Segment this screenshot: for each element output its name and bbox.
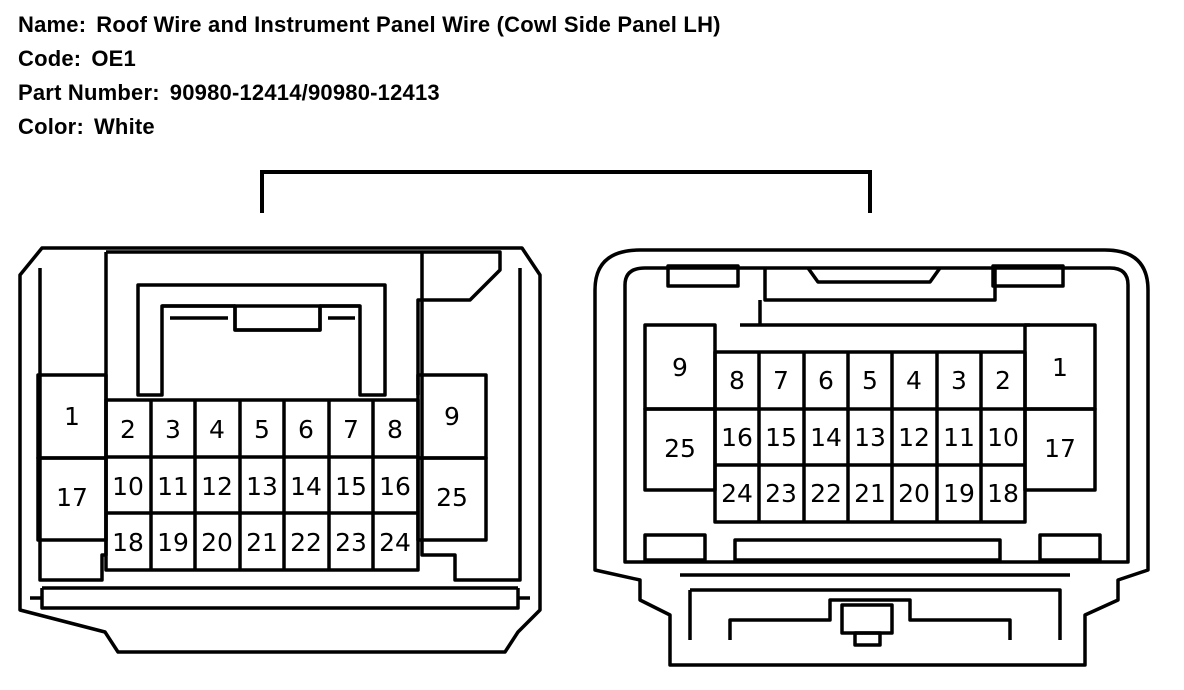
- left-pin-labels: 1 2 3 4 5 6 7 8 9 10 11 12 13 14 15 16 1…: [56, 402, 468, 557]
- left-connector: [18, 246, 542, 654]
- part-number-value: 90980-12414/90980-12413: [169, 80, 440, 105]
- left-bottom-rail: [40, 586, 520, 610]
- pin-label: 13: [854, 423, 886, 452]
- left-connector-body: [18, 246, 542, 654]
- color-value: White: [93, 114, 155, 139]
- color-label: Color:: [18, 114, 84, 139]
- right-latch-frame: [740, 300, 1030, 327]
- pin-label: 8: [729, 366, 745, 395]
- pin-label: 16: [379, 472, 411, 501]
- pin-label: 7: [773, 366, 789, 395]
- mating-bracket: [260, 170, 872, 213]
- right-connector-inner: [623, 266, 1130, 564]
- name-value: Roof Wire and Instrument Panel Wire (Cow…: [96, 12, 721, 37]
- pin-label: 23: [335, 528, 367, 557]
- pin-label: 14: [810, 423, 842, 452]
- pin-label: 18: [112, 528, 144, 557]
- right-bottom-slot: [733, 538, 1002, 562]
- pin-label: 8: [387, 415, 403, 444]
- part-number-line: Part Number: 90980-12414/90980-12413: [18, 76, 721, 110]
- pin-label: 15: [765, 423, 797, 452]
- pin-label: 9: [672, 353, 688, 382]
- pin-label: 20: [201, 528, 233, 557]
- connector-info: Name: Roof Wire and Instrument Panel Wire…: [18, 8, 721, 144]
- pin-label: 7: [343, 415, 359, 444]
- left-lock-arm-inner: [136, 283, 387, 397]
- right-socket-grid: [713, 350, 1027, 524]
- left-connector-inner-wall-right: [420, 252, 522, 582]
- right-bottom-tab-right: [1038, 533, 1102, 562]
- pin-label: 19: [943, 479, 975, 508]
- pin-label: 21: [246, 528, 278, 557]
- pin-label: 10: [112, 472, 144, 501]
- right-top-slot-left: [666, 264, 740, 288]
- pin-label: 3: [165, 415, 181, 444]
- pin-label: 1: [1052, 353, 1068, 382]
- right-top-slot-right: [991, 264, 1065, 288]
- pin-label: 11: [943, 423, 975, 452]
- code-value: OE1: [91, 46, 136, 71]
- left-lock-arm-outer: [106, 250, 502, 395]
- pin-label: 22: [290, 528, 322, 557]
- left-pin-grid: [104, 398, 420, 572]
- pin-label: 3: [951, 366, 967, 395]
- pin-label: 6: [298, 415, 314, 444]
- name-label: Name:: [18, 12, 87, 37]
- right-lower-housing: [680, 573, 1070, 640]
- pin-label: 21: [854, 479, 886, 508]
- pin-label: 6: [818, 366, 834, 395]
- pin-label: 9: [444, 402, 460, 431]
- pin-label: 18: [987, 479, 1019, 508]
- color-line: Color: White: [18, 110, 721, 144]
- pin-label: 19: [157, 528, 189, 557]
- pin-label: 10: [987, 423, 1019, 452]
- pin-label: 17: [56, 483, 88, 512]
- right-bottom-lock-inner: [853, 631, 882, 647]
- left-lock-bar: [162, 304, 360, 320]
- pin-label: 12: [201, 472, 233, 501]
- pin-label: 1: [64, 402, 80, 431]
- pin-label: 13: [246, 472, 278, 501]
- right-pin-labels: 9 8 7 6 5 4 3 2 1 25 16 15 14 13 12 11 1…: [664, 353, 1076, 508]
- pin-label: 4: [209, 415, 225, 444]
- pin-label: 12: [898, 423, 930, 452]
- pin-label: 22: [810, 479, 842, 508]
- right-connector-body: [593, 248, 1150, 667]
- pin-label: 23: [765, 479, 797, 508]
- right-bottom-lock: [840, 603, 894, 635]
- left-lock-tab: [233, 304, 322, 332]
- pin-label: 5: [862, 366, 878, 395]
- pin-label: 25: [664, 434, 696, 463]
- right-top-latch: [763, 266, 997, 302]
- pin-label: 17: [1044, 434, 1076, 463]
- pin-label: 11: [157, 472, 189, 501]
- pin-label: 5: [254, 415, 270, 444]
- pin-label: 4: [906, 366, 922, 395]
- pin-label: 2: [120, 415, 136, 444]
- name-line: Name: Roof Wire and Instrument Panel Wire…: [18, 8, 721, 42]
- right-bottom-tab-left: [643, 533, 707, 562]
- pin-label: 14: [290, 472, 322, 501]
- pin-label: 24: [379, 528, 411, 557]
- pin-label: 24: [721, 479, 753, 508]
- pin-label: 2: [995, 366, 1011, 395]
- part-number-label: Part Number:: [18, 80, 160, 105]
- pin-label: 25: [436, 483, 468, 512]
- pin-label: 16: [721, 423, 753, 452]
- pin-label: 15: [335, 472, 367, 501]
- code-line: Code: OE1: [18, 42, 721, 76]
- pin-label: 20: [898, 479, 930, 508]
- right-connector: [593, 248, 1150, 667]
- code-label: Code:: [18, 46, 82, 71]
